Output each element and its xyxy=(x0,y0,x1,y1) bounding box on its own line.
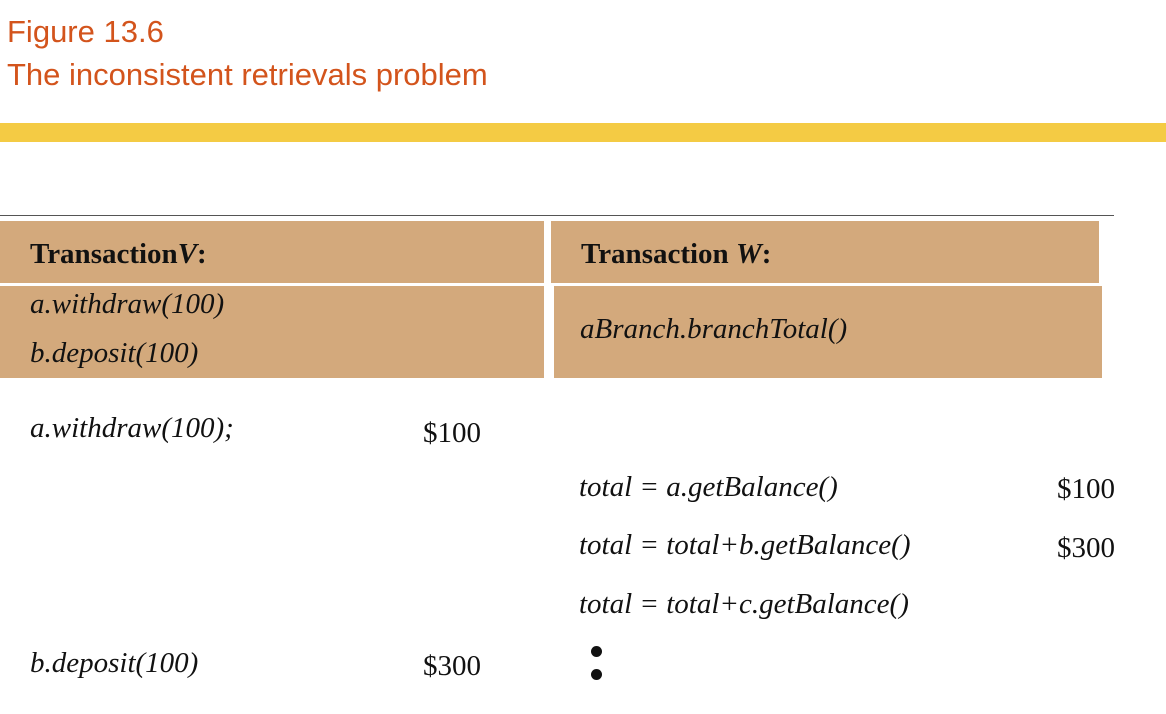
transaction-w-header-box xyxy=(551,221,1099,283)
figure-number: Figure 13.6 xyxy=(7,14,164,49)
ellipsis-dot-top xyxy=(591,646,602,657)
v-step-1-value: $100 xyxy=(423,417,481,449)
transaction-v-header-name: V xyxy=(177,238,198,270)
w-step-1-op: total = a.getBalance() xyxy=(579,471,838,503)
transaction-v-summary-line-2: b.deposit(100) xyxy=(30,337,199,369)
w-step-3-op: total = total+c.getBalance() xyxy=(579,588,909,620)
transaction-v-header-box xyxy=(0,221,544,283)
v-step-2-op: b.deposit(100) xyxy=(30,647,199,679)
transaction-v-header-suffix: : xyxy=(197,238,207,270)
w-step-2-op: total = total+b.getBalance() xyxy=(579,529,911,561)
transaction-w-summary-line-1: aBranch.branchTotal() xyxy=(580,313,848,345)
transaction-w-header-suffix: : xyxy=(761,238,772,270)
transaction-v-header-prefix: Transaction xyxy=(30,238,178,270)
w-step-2-value: $300 xyxy=(1057,532,1115,564)
v-step-2-value: $300 xyxy=(423,650,481,682)
divider-line xyxy=(0,215,1114,216)
w-step-1-value: $100 xyxy=(1057,473,1115,505)
v-step-1-op: a.withdraw(100); xyxy=(30,412,234,444)
transaction-w-header-name: W xyxy=(735,238,762,270)
transaction-v-summary-line-1: a.withdraw(100) xyxy=(30,288,225,320)
transaction-v-summary-box xyxy=(0,286,544,378)
transaction-w-summary-box xyxy=(554,286,1102,378)
accent-bar xyxy=(0,123,1166,142)
transaction-v-header: TransactionV: xyxy=(30,240,207,269)
figure-caption: The inconsistent retrievals problem xyxy=(7,57,488,92)
transaction-w-header: Transaction W: xyxy=(581,240,771,269)
ellipsis-dot-bottom xyxy=(591,669,602,680)
transaction-w-header-prefix: Transaction xyxy=(581,238,736,270)
